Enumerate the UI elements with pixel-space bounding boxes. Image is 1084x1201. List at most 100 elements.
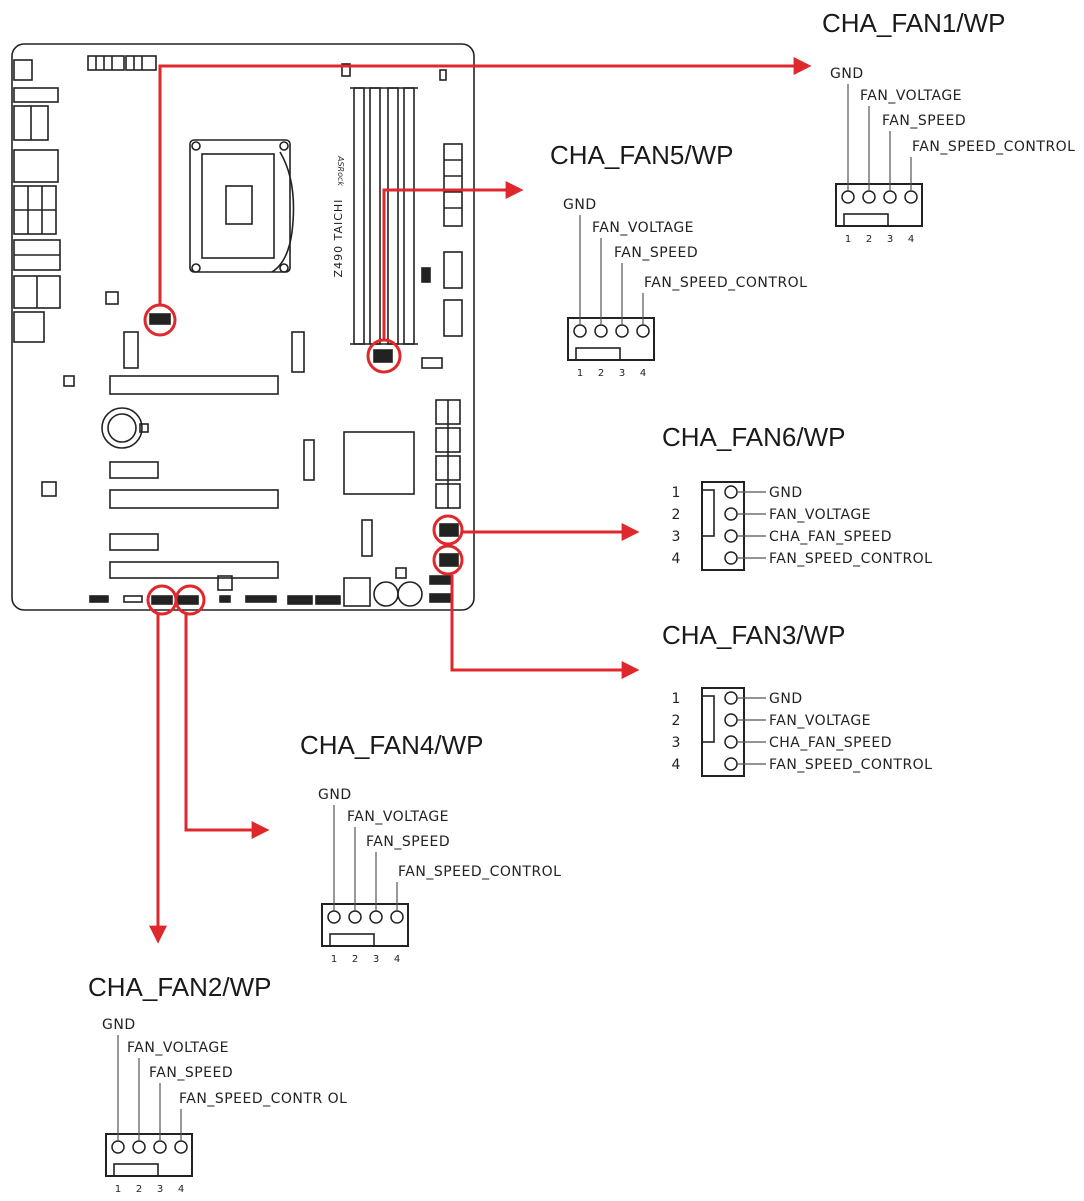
pin-label: FAN_SPEED — [614, 245, 698, 261]
pin-hole — [883, 190, 897, 204]
pin-number: 1 — [672, 691, 681, 707]
atx-power-connector — [421, 143, 463, 369]
pin-number: 2 — [598, 368, 604, 379]
connector-housing — [321, 903, 409, 947]
pin-hole — [724, 713, 738, 727]
pin-number: 3 — [887, 234, 893, 245]
chipset — [343, 431, 415, 495]
pin-hole — [636, 324, 650, 338]
pin-number: 4 — [672, 757, 681, 773]
board-outline — [11, 43, 475, 611]
connector-fan5: CHA_FAN5/WPGND1FAN_VOLTAGE2FAN_SPEED3FAN… — [550, 140, 807, 379]
connector-housing — [567, 317, 655, 361]
board-model-label: Z490 TAICHI — [332, 199, 345, 278]
pin-number: 4 — [394, 954, 400, 965]
pin-label: FAN_VOLTAGE — [127, 1040, 229, 1056]
pin-hole — [153, 1140, 167, 1154]
connector-housing — [835, 183, 923, 227]
connector-title: CHA_FAN3/WP — [662, 620, 846, 650]
connector-key — [701, 489, 715, 537]
pin-hole — [724, 691, 738, 705]
pin-hole — [390, 910, 404, 924]
pin-label: FAN_VOLTAGE — [592, 220, 694, 236]
bottom-headers — [89, 567, 451, 607]
pin-hole — [841, 190, 855, 204]
pin-hole — [724, 485, 738, 499]
motherboard: ASRock Z490 TAICHI — [11, 43, 475, 611]
pin-number: 2 — [866, 234, 872, 245]
pin-label: GND — [769, 485, 803, 501]
pin-hole — [327, 910, 341, 924]
pin-label: GND — [102, 1017, 136, 1033]
connector-diagrams: CHA_FAN1/WPGND1FAN_VOLTAGE2FAN_SPEED3FAN… — [88, 8, 1075, 1195]
arrow-cha-fan1 — [158, 57, 812, 305]
pin-label: FAN_SPEED — [366, 834, 450, 850]
pin-hole — [724, 551, 738, 565]
pin-number: 3 — [157, 1184, 163, 1195]
pin-label: FAN_VOLTAGE — [347, 809, 449, 825]
connector-key — [575, 347, 621, 361]
connector-title: CHA_FAN2/WP — [88, 972, 272, 1002]
cpu-socket — [189, 139, 295, 273]
pin-hole — [111, 1140, 125, 1154]
connector-fan1: CHA_FAN1/WPGND1FAN_VOLTAGE2FAN_SPEED3FAN… — [822, 8, 1075, 245]
pin-label: FAN_VOLTAGE — [860, 88, 962, 104]
pin-hole — [132, 1140, 146, 1154]
connector-fan4: CHA_FAN4/WPGND1FAN_VOLTAGE2FAN_SPEED3FAN… — [300, 730, 561, 965]
pin-label: FAN_SPEED_CONTROL — [398, 864, 561, 880]
connector-key — [113, 1163, 159, 1177]
pin-hole — [724, 529, 738, 543]
pin-number: 4 — [640, 368, 646, 379]
pin-number: 2 — [352, 954, 358, 965]
cpu-power-connectors — [87, 55, 157, 71]
arrow-cha-fan5 — [382, 181, 524, 340]
pin-label: CHA_FAN_SPEED — [769, 735, 892, 751]
pin-hole — [594, 324, 608, 338]
pin-number: 3 — [373, 954, 379, 965]
pin-hole — [862, 190, 876, 204]
pin-label: GND — [563, 197, 597, 213]
connector-housing — [105, 1133, 193, 1177]
arrows — [149, 57, 812, 944]
arrow-cha-fan4 — [184, 614, 270, 839]
arrow-cha-fan3 — [450, 575, 640, 679]
connector-title: CHA_FAN5/WP — [550, 140, 734, 170]
pin-number: 2 — [672, 713, 681, 729]
pin-label: FAN_SPEED — [882, 113, 966, 129]
cmos-battery — [101, 407, 143, 449]
pin-label: CHA_FAN_SPEED — [769, 529, 892, 545]
pin-hole — [724, 735, 738, 749]
rear-io-panel — [13, 59, 61, 343]
pin-number: 4 — [178, 1184, 184, 1195]
connector-housing — [701, 481, 745, 571]
connector-title: CHA_FAN6/WP — [662, 422, 846, 452]
connector-title: CHA_FAN4/WP — [300, 730, 484, 760]
pin-hole — [348, 910, 362, 924]
pin-label: FAN_VOLTAGE — [769, 507, 871, 523]
pin-hole — [615, 324, 629, 338]
connector-key — [843, 213, 889, 227]
pin-number: 4 — [908, 234, 914, 245]
board-brand-label: ASRock — [336, 155, 345, 186]
pin-number: 1 — [115, 1184, 121, 1195]
dimm-slots — [341, 63, 447, 345]
pcie-slots — [109, 375, 279, 579]
pin-number: 1 — [845, 234, 851, 245]
pin-label: FAN_SPEED_CONTROL — [769, 551, 932, 567]
sata-ports — [435, 399, 461, 509]
connector-housing — [701, 687, 745, 777]
connector-title: CHA_FAN1/WP — [822, 8, 1006, 38]
pin-number: 3 — [619, 368, 625, 379]
pin-hole — [369, 910, 383, 924]
connector-key — [329, 933, 375, 947]
pin-label: FAN_VOLTAGE — [769, 713, 871, 729]
pin-number: 1 — [577, 368, 583, 379]
pin-label: FAN_SPEED_CONTROL — [769, 757, 932, 773]
pin-label: GND — [769, 691, 803, 707]
pin-hole — [724, 757, 738, 771]
pin-label: FAN_SPEED — [149, 1065, 233, 1081]
